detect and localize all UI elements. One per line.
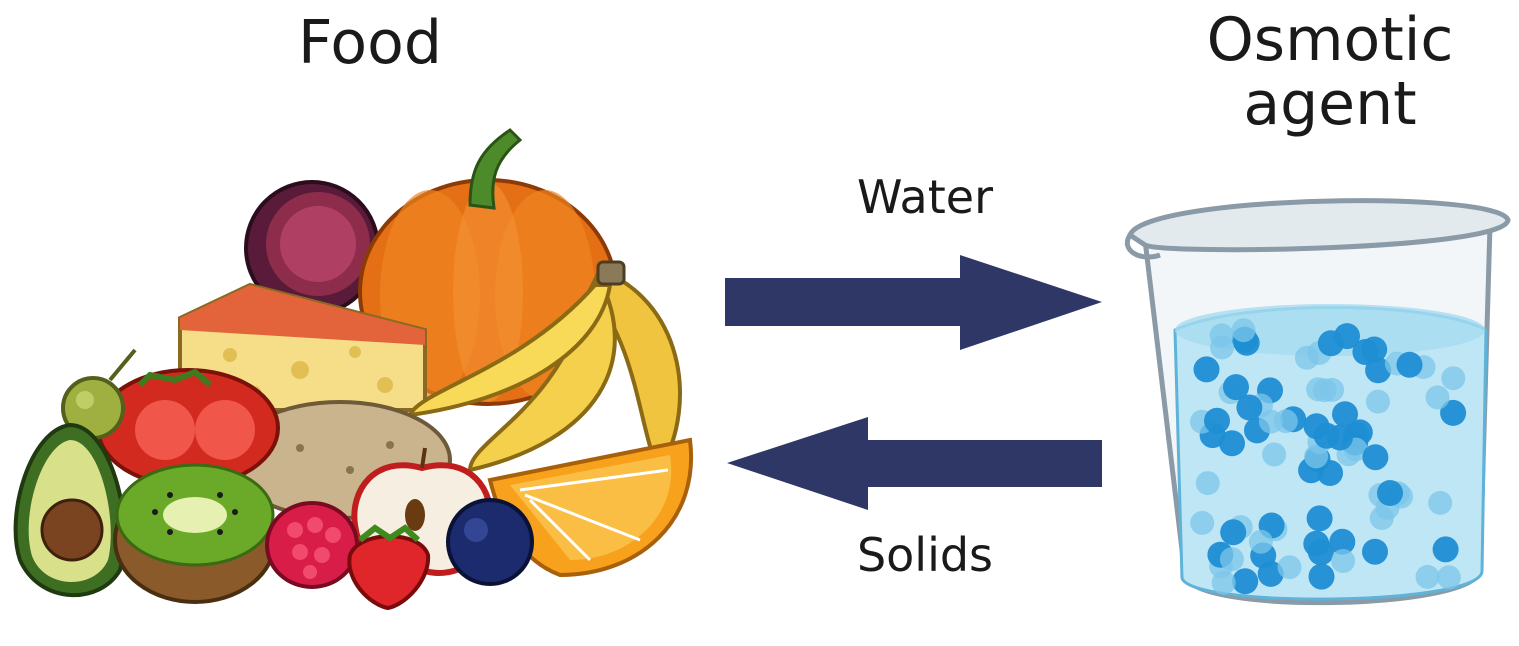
solute-particle xyxy=(1307,539,1334,566)
water-particle xyxy=(1331,549,1356,573)
solute-particle xyxy=(1440,399,1467,426)
banana-icon xyxy=(406,260,682,474)
strawberry-icon xyxy=(347,524,431,611)
solute-particle xyxy=(1236,394,1263,421)
food-title: Food xyxy=(298,8,442,78)
water-particle xyxy=(1428,490,1453,515)
solute-particle xyxy=(1223,374,1249,401)
water-particle xyxy=(1248,529,1273,554)
water-particle xyxy=(1415,564,1440,589)
water-particle xyxy=(1425,385,1450,410)
beaker-icon xyxy=(1125,198,1511,606)
water-particle xyxy=(1312,378,1337,403)
water-particle xyxy=(1210,335,1234,360)
osmotic-agent-line1: Osmotic xyxy=(1206,5,1454,75)
solute-particle xyxy=(1396,351,1423,378)
water-particle xyxy=(1436,565,1461,590)
cheese-icon xyxy=(178,282,427,412)
solute-particle xyxy=(1377,480,1403,506)
solute-particle xyxy=(1365,357,1392,384)
osmotic-agent-title: Osmotic agent xyxy=(1150,8,1510,136)
solids-label: Solids xyxy=(856,528,994,582)
osmotic-agent-line2: agent xyxy=(1243,69,1417,139)
avocado-icon xyxy=(13,422,127,598)
solute-particle xyxy=(1306,505,1333,532)
solute-particle xyxy=(1329,528,1356,555)
solids-arrow xyxy=(727,417,1102,510)
solute-particle xyxy=(1352,339,1379,365)
blueberry-icon xyxy=(446,498,534,586)
water-arrow xyxy=(725,255,1102,350)
plum-icon xyxy=(244,180,380,316)
water-particle xyxy=(1190,510,1215,535)
solute-particle xyxy=(1204,407,1230,434)
water-particle xyxy=(1211,570,1236,595)
solute-particle xyxy=(1317,330,1344,357)
water-particle xyxy=(1294,345,1319,370)
solute-particle xyxy=(1332,401,1358,428)
particles xyxy=(1189,318,1467,595)
water-particle xyxy=(1219,547,1244,572)
solute-particle xyxy=(1362,444,1389,471)
water-label: Water xyxy=(857,170,993,224)
solute-particle xyxy=(1432,536,1459,563)
orange-icon xyxy=(487,437,694,578)
water-particle xyxy=(1441,366,1466,391)
water-particle xyxy=(1366,389,1390,414)
solute-particle xyxy=(1303,413,1330,440)
water-particle xyxy=(1259,409,1283,434)
water-particle xyxy=(1231,318,1256,343)
solute-particle xyxy=(1193,356,1220,383)
solute-particle xyxy=(1232,568,1259,595)
solute-particle xyxy=(1219,430,1245,457)
kiwi-icon xyxy=(113,463,277,604)
raspberry-icon xyxy=(265,501,359,589)
solute-particle xyxy=(1220,519,1247,546)
water-particle xyxy=(1262,442,1287,467)
food-pile xyxy=(13,128,694,611)
solute-particle xyxy=(1257,560,1284,587)
solute-particle xyxy=(1362,538,1388,565)
solute-particle xyxy=(1327,424,1353,451)
water-particle xyxy=(1277,555,1302,580)
water-particle xyxy=(1195,471,1220,496)
solute-particle xyxy=(1308,563,1335,590)
